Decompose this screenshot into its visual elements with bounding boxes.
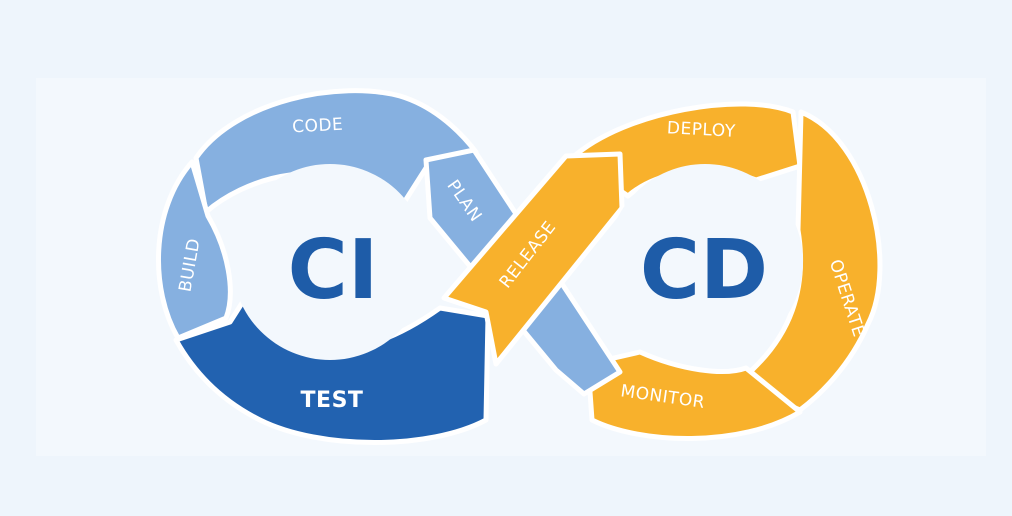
code-label: CODE [292,115,344,138]
cd-label: CD [640,223,768,318]
monitor-segment [585,349,803,442]
operate-segment [743,109,883,413]
release-ribbon [441,151,625,367]
deploy-label: DEPLOY [666,118,736,142]
ci-center-circle [232,164,428,360]
test-label: TEST [301,388,364,413]
cd-center-circle [607,164,803,360]
ci-label: CI [288,223,379,318]
